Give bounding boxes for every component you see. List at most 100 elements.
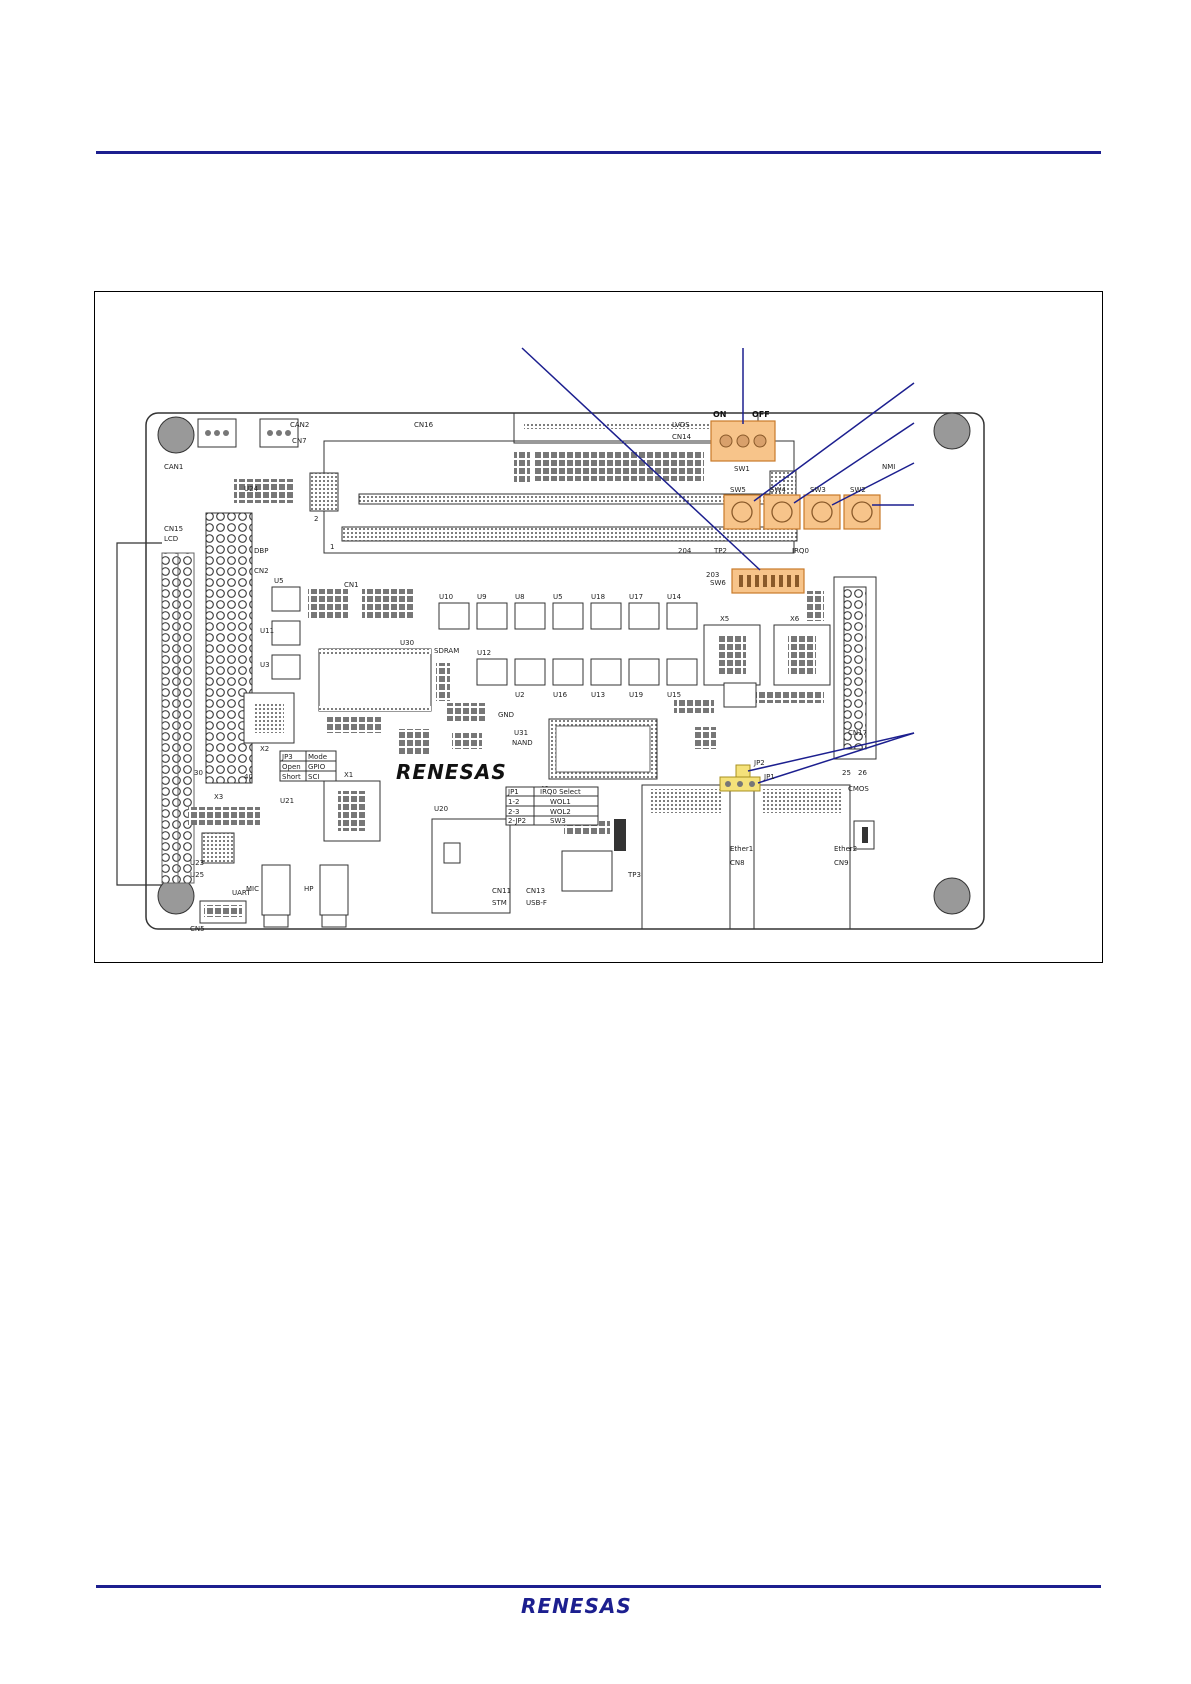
- u25-label: U25: [190, 871, 204, 879]
- u16-label: U16: [553, 691, 568, 699]
- irq0-label: IRQ0: [792, 547, 809, 555]
- u18-label: U18: [591, 593, 605, 601]
- u17-label: U17: [629, 593, 643, 601]
- svg-text:SCI: SCI: [308, 773, 319, 781]
- svg-text:GPIO: GPIO: [308, 763, 326, 771]
- svg-text:WOL2: WOL2: [550, 808, 571, 816]
- callout-sw3: [831, 462, 915, 506]
- u12-label: U12: [477, 649, 491, 657]
- svg-text:WOL1: WOL1: [550, 798, 571, 806]
- sw1-on-label: ON: [713, 410, 727, 419]
- jp1-irq0-select-table: JP1 IRQ0 Select 1-2 WOL1 2-3 WOL2 2-JP2 …: [505, 786, 599, 826]
- svg-text:Short: Short: [282, 773, 301, 781]
- callout-sw5: [753, 382, 915, 502]
- jp2-label: JP2: [753, 759, 765, 767]
- cn14-label: CN14: [672, 433, 692, 441]
- u21-label: U21: [280, 797, 294, 805]
- usb-f-connector: [561, 850, 613, 892]
- mic-label: MIC: [246, 885, 259, 893]
- u3-label: U3: [260, 661, 270, 669]
- lcd-header: [161, 552, 179, 884]
- x3-label: X3: [214, 793, 223, 801]
- u19-label: U19: [629, 691, 643, 699]
- footer-rule: [96, 1585, 1101, 1588]
- tp3-label: TP3: [627, 871, 641, 879]
- u24-label: U24: [244, 485, 259, 493]
- dbp-label: DBP: [254, 547, 268, 555]
- gnd-label: GND: [498, 711, 514, 719]
- cn8-label: CN8: [730, 859, 745, 867]
- can2-label: CAN2: [290, 421, 309, 429]
- mounting-hole: [933, 877, 971, 915]
- cn5-label: CN5: [190, 925, 205, 933]
- pin-30: 30: [194, 769, 203, 777]
- sw2-button: [843, 494, 881, 530]
- ether1-connector: [641, 784, 731, 930]
- sw5-label: SW5: [730, 486, 746, 494]
- sdram-label: SDRAM: [434, 647, 459, 655]
- sw4-button: [763, 494, 801, 530]
- svg-text:JP3: JP3: [281, 753, 293, 761]
- lvds-label: LVDS: [672, 421, 690, 429]
- u8-label: U8: [515, 593, 525, 601]
- usb-f-label: USB-F: [526, 899, 547, 907]
- can1-connector: [197, 418, 237, 448]
- u10-label: U10: [439, 593, 453, 601]
- stm-label: STM: [492, 899, 507, 907]
- sw1-off-label: OFF: [752, 410, 770, 419]
- lcd-label: LCD: [164, 535, 178, 543]
- nmi-label: NMI: [882, 463, 895, 471]
- sw6-label: SW6: [710, 579, 726, 587]
- mounting-hole: [933, 412, 971, 450]
- cmos-header: [843, 586, 867, 750]
- cn1-label: CN1: [344, 581, 359, 589]
- pin-1: 1: [330, 543, 334, 551]
- cn2-label: CN2: [254, 567, 269, 575]
- jp3-mode-table: JP3 Mode Open GPIO Short SCI: [279, 750, 337, 782]
- pin-25: 25: [842, 769, 851, 777]
- pin-203: 203: [706, 571, 719, 579]
- hp-label: HP: [304, 885, 314, 893]
- figure-frame: [94, 291, 1103, 963]
- u5b-label: U5: [274, 577, 284, 585]
- u20-label: U20: [434, 805, 448, 813]
- x6-label: X6: [790, 615, 800, 623]
- cn11-label: CN11: [492, 887, 511, 895]
- svg-text:IRQ0 Select: IRQ0 Select: [540, 788, 581, 796]
- mounting-hole: [157, 416, 195, 454]
- sw3-button: [803, 494, 841, 530]
- svg-text:SW3: SW3: [550, 817, 566, 825]
- cn13-label: CN13: [526, 887, 545, 895]
- pin-26: 26: [858, 769, 867, 777]
- svg-text:Mode: Mode: [308, 753, 327, 761]
- svg-text:2-JP2: 2-JP2: [508, 817, 526, 825]
- u14-label: U14: [667, 593, 682, 601]
- sw1-label: SW1: [734, 465, 750, 473]
- callout-jp1: [757, 732, 915, 784]
- ether2-connector: [753, 784, 851, 930]
- sdram-chip: [318, 648, 432, 712]
- cmos-label: CMOS: [848, 785, 869, 793]
- lcd-header-2: [177, 552, 195, 884]
- cn9-label: CN9: [834, 859, 849, 867]
- ether1-label: Ether1: [730, 845, 753, 853]
- sw2-label: SW2: [850, 486, 866, 494]
- callout-sw6: [521, 347, 761, 571]
- footer-brand-text: RENESAS: [521, 1594, 632, 1617]
- cn15-label: CN15: [164, 525, 183, 533]
- callout-jp2: [747, 732, 915, 772]
- cn1-latch-left: [309, 472, 339, 512]
- u23-label: U23: [190, 859, 204, 867]
- board-brand-logo: RENESAS: [396, 760, 507, 784]
- cn7-label: CN7: [292, 437, 307, 445]
- u5-label: U5: [553, 593, 563, 601]
- u30-label: U30: [400, 639, 414, 647]
- nand-label: NAND: [512, 739, 533, 747]
- can2-connector: [259, 418, 299, 448]
- cmos-outline: [833, 576, 877, 760]
- svg-text:Open: Open: [282, 763, 301, 771]
- u9-label: U9: [477, 593, 487, 601]
- lcd-bracket: [116, 542, 162, 886]
- board-diagram: ON OFF SW1 SW5 SW4 SW3 SW2 SW6 NMI IRQ0 …: [116, 347, 985, 933]
- x1-label: X1: [344, 771, 353, 779]
